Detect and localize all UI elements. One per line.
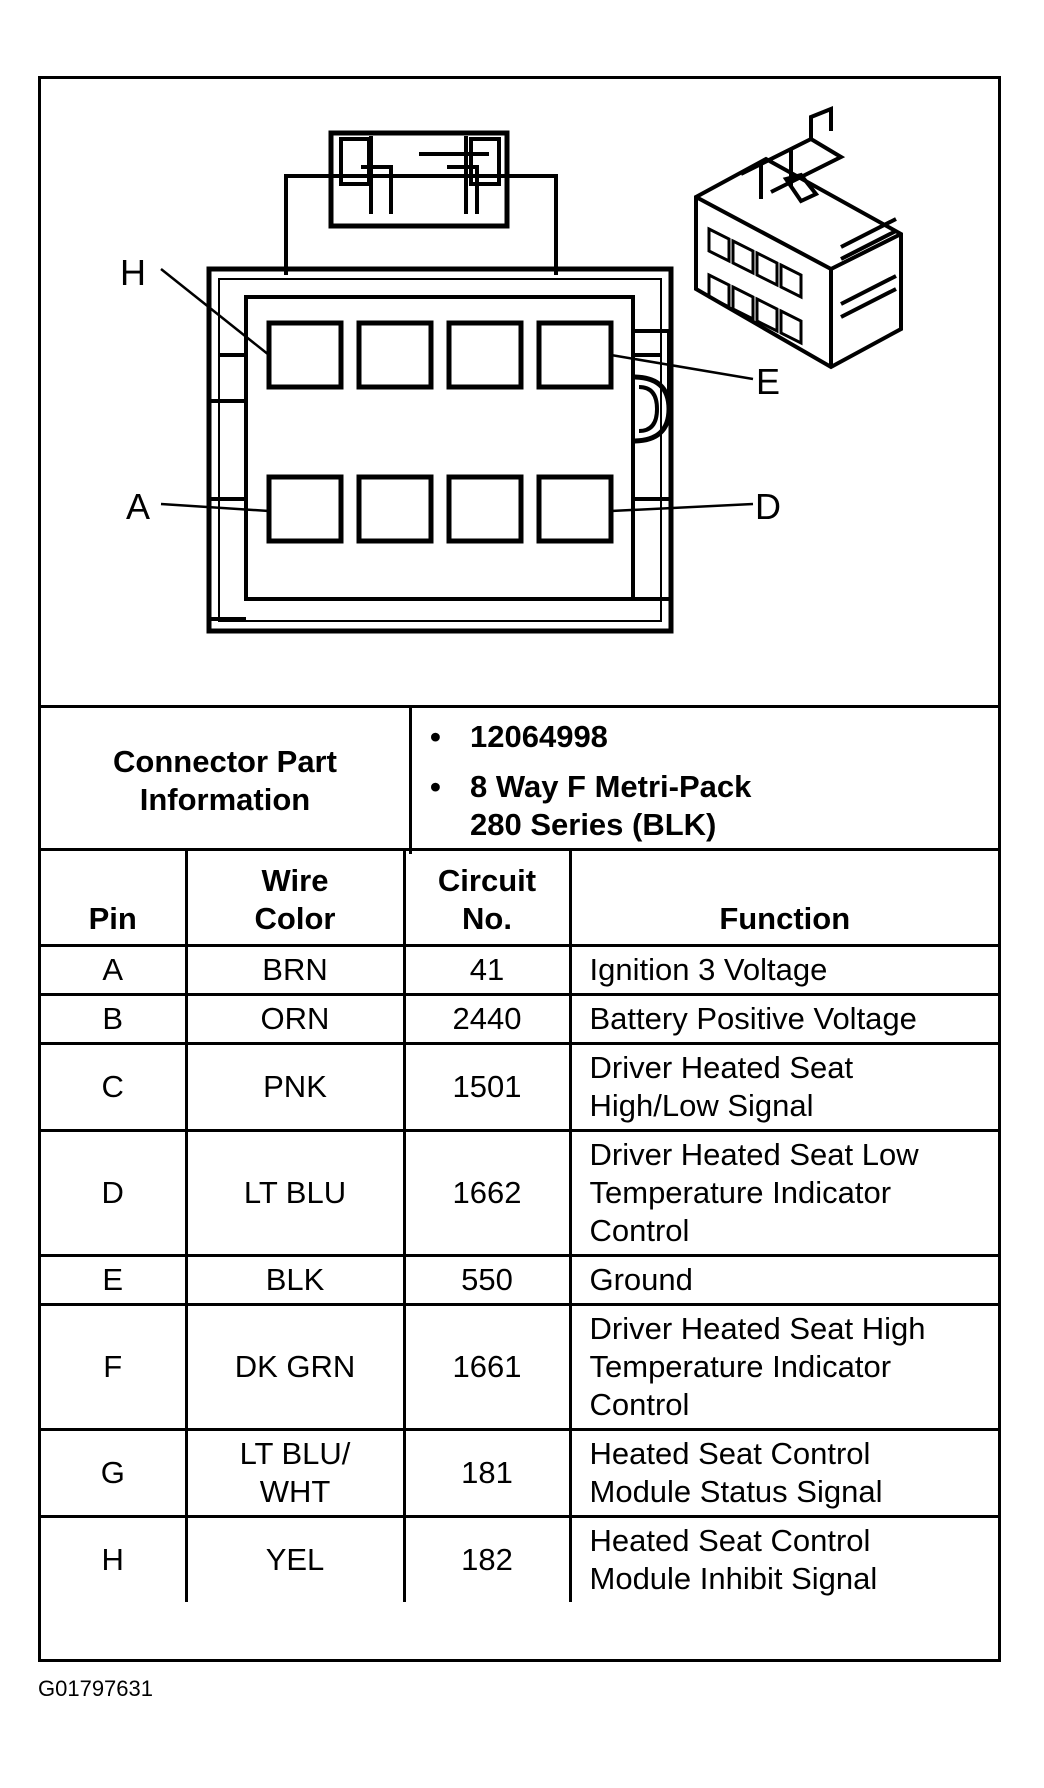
function-cell: Ignition 3 Voltage (568, 944, 998, 996)
wire-color-cell: DK GRN (184, 1303, 406, 1431)
connector-info-table: Connector Part Information •12064998 •8 … (41, 705, 998, 854)
wire-color-cell: LT BLU/WHT (184, 1428, 406, 1518)
pin-cell: A (41, 944, 188, 996)
wire-color-cell: ORN (184, 993, 406, 1045)
wire-color-cell: PNK (184, 1042, 406, 1132)
circuit-cell: 41 (402, 944, 572, 996)
circuit-cell: 181 (402, 1428, 572, 1518)
pin-cell: D (41, 1129, 188, 1257)
pin-e-label: E (756, 361, 780, 402)
wire-color-cell: YEL (184, 1515, 406, 1602)
part-number: •12064998 (430, 719, 608, 754)
circuit-cell: 1501 (402, 1042, 572, 1132)
circuit-cell: 2440 (402, 993, 572, 1045)
wire-color-cell: BLK (184, 1254, 406, 1306)
connector-diagram: H E A D (41, 79, 998, 705)
connector-description: •8 Way F Metri-Pack (430, 769, 752, 804)
connector-description-line2: 280 Series (BLK) (470, 807, 717, 842)
connector-frame: H E A D Connector Part Information •1206… (38, 76, 1001, 1662)
function-cell: Ground (568, 1254, 998, 1306)
connector-info-list: •12064998 •8 Way F Metri-Pack 280 Series… (410, 705, 998, 854)
wire-color-cell: BRN (184, 944, 406, 996)
header-pin: Pin (41, 848, 188, 947)
pin-d-label: D (755, 486, 781, 527)
figure-code: G01797631 (38, 1676, 153, 1701)
connector-info-label: Connector Part Information (41, 705, 412, 854)
circuit-cell: 1661 (402, 1303, 572, 1431)
pin-a-label: A (126, 486, 150, 527)
pin-cell: C (41, 1042, 188, 1132)
pin-cell: B (41, 993, 188, 1045)
pin-cell: F (41, 1303, 188, 1431)
wire-color-cell: LT BLU (184, 1129, 406, 1257)
header-function: Function (568, 848, 998, 947)
pin-cell: H (41, 1515, 188, 1602)
circuit-cell: 1662 (402, 1129, 572, 1257)
pin-cell: G (41, 1428, 188, 1518)
pin-cell: E (41, 1254, 188, 1306)
circuit-cell: 550 (402, 1254, 572, 1306)
pin-h-label: H (120, 252, 146, 293)
function-cell: Battery Positive Voltage (568, 993, 998, 1045)
circuit-cell: 182 (402, 1515, 572, 1602)
connector-face-drawing: H E A D (120, 106, 903, 634)
